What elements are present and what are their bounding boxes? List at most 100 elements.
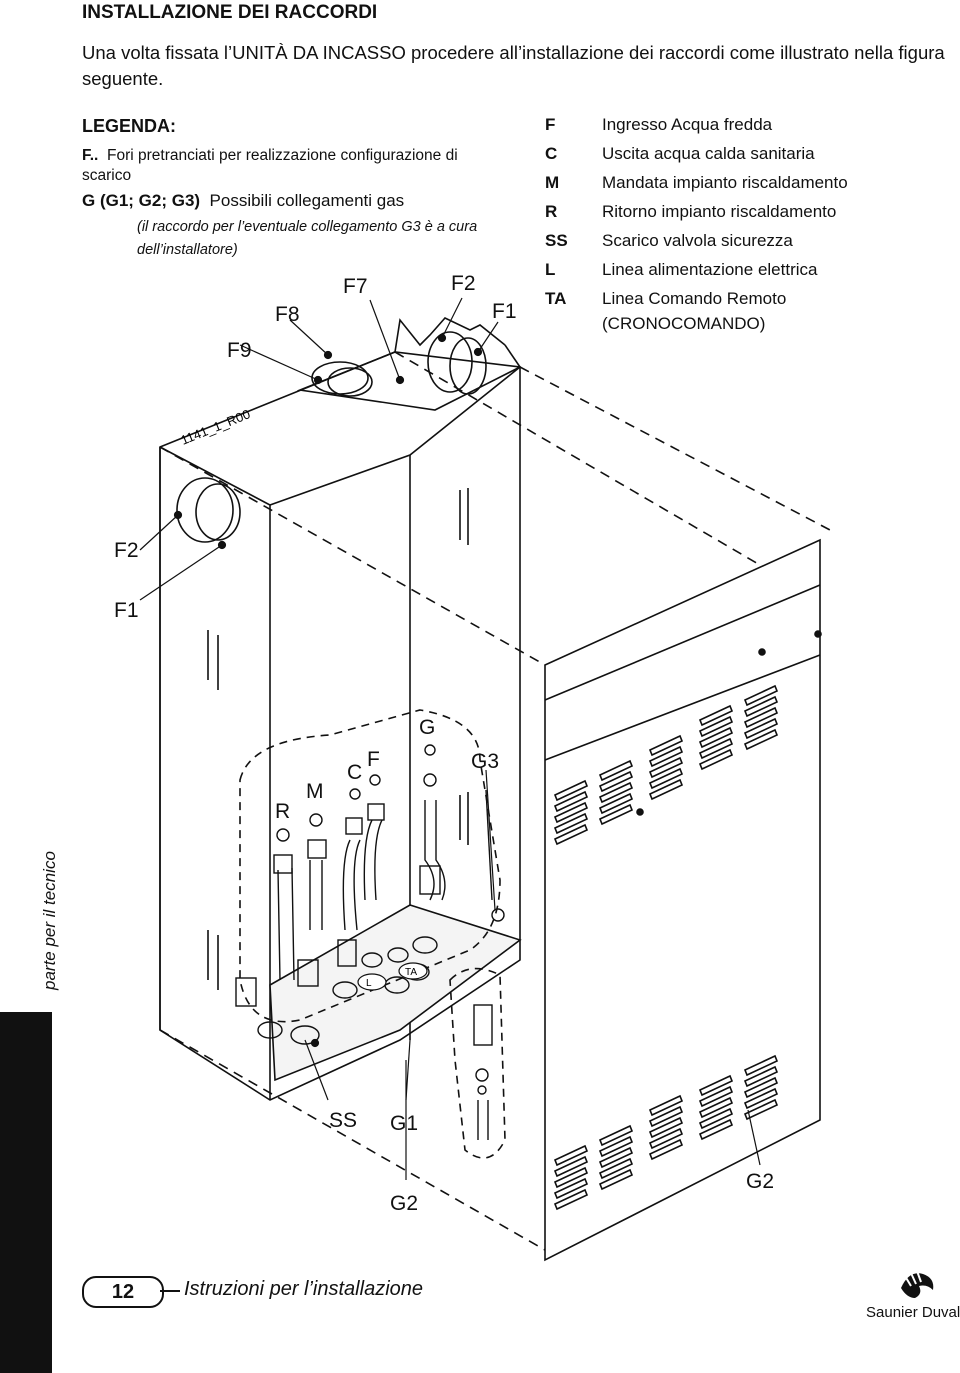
legend-value: Scarico valvola sicurezza [602, 231, 793, 250]
louvre-slat [743, 684, 779, 707]
label-f7: F7 [343, 275, 368, 298]
footer-title: Istruzioni per l’installazione [184, 1278, 424, 1300]
label-ss: SS [329, 1109, 357, 1132]
label-f: F [367, 748, 380, 771]
port-label-ta: TA [405, 967, 417, 978]
drawing-code: 1141_1_R00 [179, 406, 253, 447]
louvre-slat [598, 792, 634, 815]
front-panel [544, 538, 821, 1262]
label-f1-top: F1 [492, 300, 517, 323]
legend-key: TA [545, 289, 567, 308]
legend-key: SS [545, 231, 568, 250]
louvre-slat [553, 1144, 589, 1167]
louvre-slat [698, 1074, 734, 1097]
louvre-slat [743, 1098, 779, 1121]
port-label-l: L [366, 978, 372, 989]
louvre-slat [743, 1054, 779, 1077]
louvre-slat [598, 1135, 634, 1158]
louvre-slat [743, 695, 779, 718]
legend-g-note: (il raccordo per l’eventuale collegament… [137, 219, 478, 258]
louvre-slat [648, 745, 684, 768]
louvre-slat [648, 767, 684, 790]
legend-g-entry: G (G1; G2; G3) Possibili collegamenti ga… [82, 191, 404, 211]
louvre-slat [598, 1157, 634, 1180]
louvre-slat [648, 1127, 684, 1150]
brand-logo-icon [901, 1270, 934, 1298]
leader-lines [139, 297, 761, 1180]
page-number: 12 [82, 1276, 164, 1308]
louvre-slat [553, 1177, 589, 1200]
label-m: M [306, 780, 324, 803]
legend-value: Uscita acqua calda sanitaria [602, 144, 815, 163]
legend-value: Linea Comando Remoto [602, 289, 787, 308]
label-f8: F8 [275, 303, 300, 326]
louvre-slat [698, 1085, 734, 1108]
ventilation-louvres [553, 684, 779, 1211]
legend-key: C [545, 144, 558, 163]
legend-value: Ritorno impianto riscaldamento [602, 202, 837, 221]
louvre-slat [648, 1105, 684, 1128]
legend-f-entry: F.. Fori pretranciati per realizzazione … [82, 146, 502, 186]
louvre-slat [698, 1096, 734, 1119]
label-f1-side: F1 [114, 599, 139, 622]
louvre-slat [648, 1094, 684, 1117]
louvre-slat [698, 715, 734, 738]
knockout-holes [176, 331, 487, 543]
louvre-slat [648, 756, 684, 779]
page-title: INSTALLAZIONE DEI RACCORDI [82, 2, 378, 23]
label-f9: F9 [227, 339, 252, 362]
louvre-slat [743, 706, 779, 729]
sidebar-bar [0, 1012, 52, 1373]
label-f2-top: F2 [451, 272, 476, 295]
louvre-slat [598, 1168, 634, 1191]
louvre-slat [553, 1166, 589, 1189]
louvre-slat [553, 812, 589, 835]
louvre-slat [698, 748, 734, 771]
louvre-slat [553, 779, 589, 802]
louvre-slat [743, 717, 779, 740]
projection-lines [159, 351, 831, 1251]
legend-value: (CRONOCOMANDO) [602, 314, 766, 333]
louvre-slat [648, 1116, 684, 1139]
legend-f-key: F.. [82, 147, 99, 164]
louvre-slat [598, 781, 634, 804]
legend-value: Linea alimentazione elettrica [602, 260, 818, 279]
legend-key: F [545, 115, 556, 134]
legend-f-text: Fori pretranciati per realizzazione conf… [82, 147, 458, 184]
sidebar-label: parte per il tecnico [40, 851, 59, 990]
label-g1: G1 [390, 1112, 418, 1135]
louvre-slat [743, 1065, 779, 1088]
label-g2-bottom: G2 [390, 1192, 418, 1215]
louvre-slat [553, 790, 589, 813]
louvre-slat [648, 778, 684, 801]
louvre-slat [698, 1107, 734, 1130]
louvre-slat [698, 704, 734, 727]
legend-key: L [545, 260, 556, 279]
legend-value: Mandata impianto riscaldamento [602, 173, 848, 192]
louvre-slat [743, 1076, 779, 1099]
legend-g-key: G (G1; G2; G3) [82, 191, 201, 210]
label-r: R [275, 800, 290, 823]
louvre-slat [648, 734, 684, 757]
louvre-slat [598, 1124, 634, 1147]
louvre-slat [598, 1146, 634, 1169]
louvre-slat [553, 1155, 589, 1178]
port-badges [357, 962, 428, 991]
louvre-slat [698, 1118, 734, 1141]
legend-key: M [545, 173, 560, 192]
louvre-slat [553, 801, 589, 824]
louvre-slat [598, 770, 634, 793]
louvre-slat [648, 1138, 684, 1161]
pipe-fittings [235, 744, 505, 1140]
legend-value: Ingresso Acqua fredda [602, 115, 773, 134]
label-g2-right: G2 [746, 1170, 774, 1193]
screws [636, 630, 822, 816]
g2-fitting-outline [449, 967, 506, 1159]
louvre-slat [553, 1188, 589, 1211]
brand-name: Saunier Duval [866, 1304, 960, 1321]
footer-divider [160, 1290, 180, 1292]
louvre-slat [743, 728, 779, 751]
intro-paragraph: Una volta fissata l’UNITÀ DA INCASSO pro… [82, 42, 945, 89]
